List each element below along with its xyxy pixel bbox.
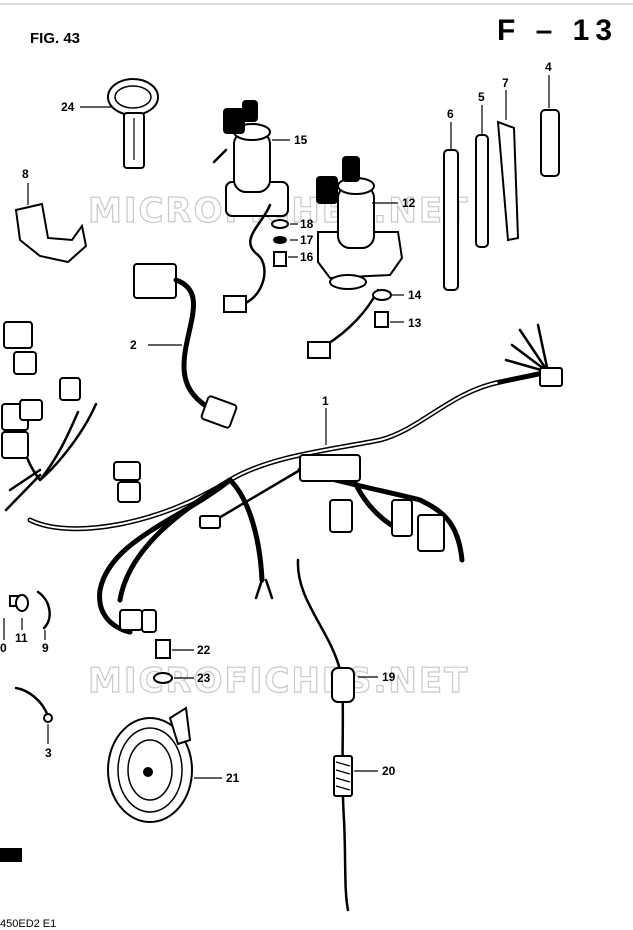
callout-5: 5 bbox=[478, 90, 485, 104]
sub-harness-connector-a bbox=[133, 263, 177, 299]
callout-3: 3 bbox=[45, 746, 52, 760]
callout-15: 15 bbox=[294, 133, 308, 147]
cable-tie-6 bbox=[443, 122, 459, 291]
model-code: 450ED2 E1 bbox=[0, 918, 56, 930]
callout-22: 22 bbox=[197, 643, 211, 657]
washer-18 bbox=[271, 219, 289, 229]
spring-20 bbox=[333, 755, 353, 797]
callout-23: 23 bbox=[197, 671, 211, 685]
clip-9 bbox=[36, 590, 51, 630]
screw-16 bbox=[273, 251, 287, 267]
callout-13: 13 bbox=[408, 316, 422, 330]
callout-6: 6 bbox=[447, 107, 454, 121]
sub-harness-connector-b bbox=[200, 395, 238, 429]
screw-13 bbox=[374, 311, 389, 328]
switch-wire-2 bbox=[324, 288, 380, 347]
callout-7: 7 bbox=[502, 76, 509, 90]
callout-17: 17 bbox=[300, 233, 314, 247]
callout-8: 8 bbox=[22, 167, 29, 181]
callout-11: 11 bbox=[15, 631, 28, 645]
page-code: F – 13 bbox=[497, 14, 618, 47]
cable-part bbox=[296, 558, 350, 912]
washer-14 bbox=[372, 289, 392, 301]
switch-wire-1 bbox=[238, 203, 272, 307]
horn-part bbox=[107, 706, 193, 823]
switch-connector-2 bbox=[307, 341, 331, 359]
callout-4: 4 bbox=[545, 60, 552, 74]
clip-3 bbox=[14, 686, 50, 718]
lock-switch-part bbox=[316, 156, 404, 290]
callout-12: 12 bbox=[402, 196, 416, 210]
sub-harness-wire bbox=[173, 277, 215, 413]
corner-stamp bbox=[0, 848, 22, 862]
callout-2: 2 bbox=[130, 338, 137, 352]
callout-18: 18 bbox=[300, 217, 314, 231]
callout-1: 1 bbox=[322, 394, 329, 408]
main-wiring-harness bbox=[1, 321, 563, 635]
key-part bbox=[107, 78, 159, 169]
switch-connector-1 bbox=[223, 295, 247, 313]
callout-19: 19 bbox=[382, 670, 396, 684]
callout-16: 16 bbox=[300, 250, 314, 264]
washer-23 bbox=[153, 672, 173, 684]
washer-11 bbox=[15, 594, 29, 612]
clamp-4 bbox=[540, 75, 560, 177]
callout-10: 0 bbox=[0, 641, 7, 655]
callout-24: 24 bbox=[61, 100, 75, 114]
callout-20: 20 bbox=[382, 764, 396, 778]
band-7 bbox=[496, 90, 520, 242]
bracket-8 bbox=[14, 202, 88, 264]
bolt-22 bbox=[155, 639, 171, 659]
cable-boot-19 bbox=[331, 667, 355, 703]
figure-number: FIG. 43 bbox=[30, 30, 80, 47]
cable-tie-5 bbox=[475, 105, 489, 248]
watermark-bottom: MICROFICHES.NET bbox=[88, 661, 469, 701]
callout-9: 9 bbox=[42, 641, 49, 655]
callout-14: 14 bbox=[408, 288, 422, 302]
callout-21: 21 bbox=[226, 771, 240, 785]
washer-17 bbox=[273, 236, 287, 244]
ignition-switch-part bbox=[212, 100, 289, 217]
